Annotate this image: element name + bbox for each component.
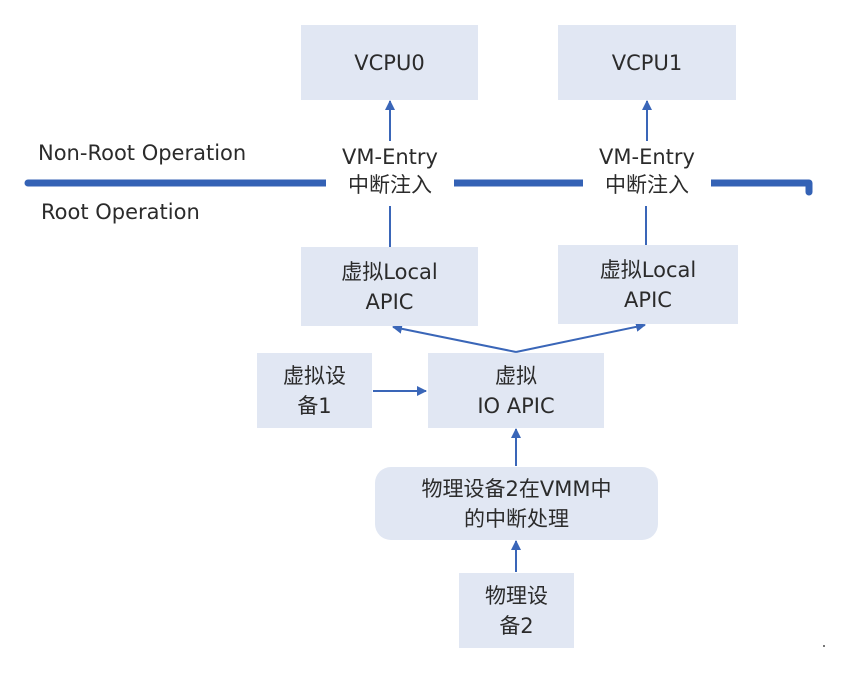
box-line: 物理设备2在VMM中 bbox=[421, 476, 612, 501]
vm-entry-injection-0: VM-Entry 中断注入 bbox=[326, 143, 454, 199]
vcpu0-box: VCPU0 bbox=[301, 25, 478, 100]
box-line: 虚拟设 bbox=[283, 363, 346, 388]
virtual-local-apic-1-box: 虚拟Local APIC bbox=[558, 245, 738, 324]
interrupt-injection-label: 中断注入 bbox=[348, 173, 432, 197]
interrupt-injection-label: 中断注入 bbox=[605, 173, 689, 197]
arrow-ioapic-to-lapic0 bbox=[392, 323, 517, 353]
stray-dot bbox=[823, 645, 825, 647]
vm-entry-label: VM-Entry bbox=[342, 145, 438, 169]
box-line: APIC bbox=[365, 289, 414, 314]
box-line: 的中断处理 bbox=[464, 506, 569, 531]
box-line: IO APIC bbox=[477, 393, 555, 418]
arrow-ioapic-to-lapic1 bbox=[515, 321, 646, 353]
box-line: 备2 bbox=[499, 613, 534, 638]
root-nonroot-divider-right bbox=[704, 179, 813, 196]
box-line: 虚拟Local bbox=[599, 257, 697, 282]
root-operation-label: Root Operation bbox=[41, 200, 200, 224]
vm-entry-injection-1: VM-Entry 中断注入 bbox=[583, 143, 711, 199]
virtual-local-apic-0-box: 虚拟Local APIC bbox=[301, 247, 478, 326]
box-line: 虚拟Local bbox=[341, 259, 438, 284]
virtual-io-apic-box: 虚拟 IO APIC bbox=[428, 353, 604, 428]
box-line: 备1 bbox=[297, 393, 332, 418]
vcpu0-label: VCPU0 bbox=[354, 50, 425, 75]
vmm-interrupt-handling-box: 物理设备2在VMM中 的中断处理 bbox=[375, 467, 658, 540]
virtual-device-1-box: 虚拟设 备1 bbox=[257, 353, 372, 428]
box-line: APIC bbox=[624, 287, 672, 312]
vcpu1-label: VCPU1 bbox=[611, 50, 683, 75]
box-line: 物理设 bbox=[485, 583, 548, 608]
vm-entry-label: VM-Entry bbox=[599, 145, 695, 169]
box-line: 虚拟 bbox=[495, 363, 537, 388]
vcpu1-box: VCPU1 bbox=[558, 25, 736, 100]
physical-device-2-box: 物理设 备2 bbox=[459, 573, 574, 648]
non-root-operation-label: Non-Root Operation bbox=[38, 141, 247, 165]
